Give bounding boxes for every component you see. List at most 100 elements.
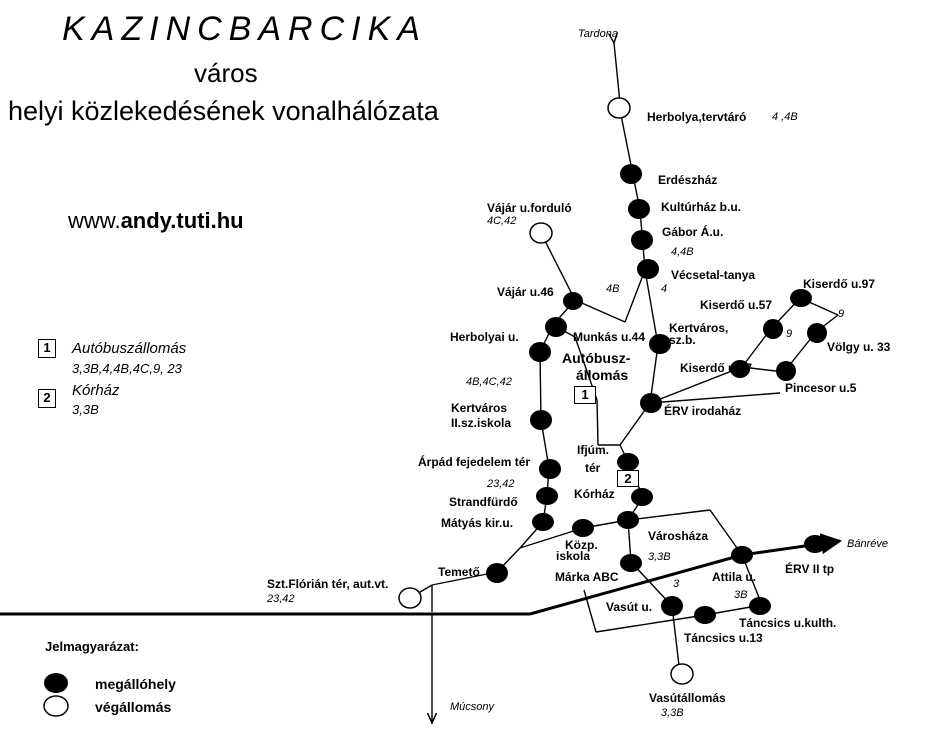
label-vecsetal: Vécsetal-tanya — [671, 268, 756, 282]
terminus-szt-florian — [398, 587, 422, 609]
stop-tancsics-kulth — [749, 597, 771, 615]
label-kiserdo97: Kiserdő u.97 — [803, 277, 876, 291]
stop-arpad — [539, 459, 561, 479]
routes-kiserdo-9a: 9 — [838, 308, 845, 320]
stop-varoshaza — [617, 511, 639, 529]
routes-herbolya: 4 ,4B — [772, 111, 798, 123]
stop-pincesor5 — [776, 361, 796, 381]
stop-kertvaros-szb — [649, 334, 671, 354]
routes-herbolyai: 4B,4C,42 — [466, 376, 512, 388]
label-kozp-2: iskola — [556, 549, 591, 563]
label-strandfurdo: Strandfürdő — [449, 495, 518, 509]
station-box-autobusz: 1 — [574, 386, 596, 404]
label-kulturhaz: Kultúrház b.u. — [661, 200, 741, 214]
routes-vasut-3: 3 — [673, 578, 680, 590]
stop-kertvaros-iskola — [530, 410, 552, 430]
legend-box-2-name: Kórház — [72, 382, 120, 399]
stops-filled — [486, 164, 827, 624]
stop-herbolyai — [529, 342, 551, 362]
legend-stop-symbol — [44, 673, 68, 693]
label-kiserdo57: Kiserdő u.57 — [700, 298, 773, 312]
stop-tancsics13 — [694, 606, 716, 624]
map-subtitle-2: helyi közlekedésének vonalhálózata — [8, 96, 439, 126]
website-prefix: www. — [68, 208, 121, 233]
label-pincesor5: Pincesor u.5 — [785, 381, 857, 395]
legend-heading: Jelmagyarázat: — [45, 639, 139, 654]
routes-kiserdo-9b: 9 — [786, 328, 793, 340]
legend-box-2: 2 — [38, 389, 56, 408]
website-domain: andy.tuti.hu — [120, 208, 244, 233]
routes-arpad: 23,42 — [487, 478, 515, 490]
direction-north: Tardona — [578, 28, 618, 40]
stop-erv2 — [804, 535, 826, 553]
label-vasut: Vasút u. — [606, 600, 653, 614]
stop-kiserdo37 — [730, 360, 750, 378]
label-autobusz-1: Autóbusz- — [562, 350, 631, 366]
label-erdeszhaz: Erdészház — [658, 173, 718, 187]
label-vasutallomas: Vasútállomás — [649, 691, 726, 705]
label-korhaz: Kórház — [574, 487, 615, 501]
routes-szt-florian: 23,42 — [267, 593, 295, 605]
label-ifjum-2: tér — [585, 461, 601, 475]
label-vajar46: Vájár u.46 — [497, 285, 554, 299]
label-erv-irodahaz: ÉRV irodaház — [664, 404, 742, 418]
terminus-herbolya — [607, 97, 631, 119]
stop-vajar46 — [563, 292, 583, 310]
routes-4b: 4B — [606, 283, 620, 295]
stop-erdeszhaz — [620, 164, 642, 184]
terminus-vajar-fordulo — [529, 222, 553, 244]
label-tancsics-kulth: Táncsics u.kulth. — [739, 616, 837, 630]
stop-vecsetal — [637, 259, 659, 279]
stop-temeto — [486, 563, 508, 583]
label-kertvaros-iskola-1: Kertváros — [451, 401, 508, 415]
stop-erv-irodahaz — [640, 393, 662, 413]
label-tancsics13: Táncsics u.13 — [684, 631, 763, 645]
label-herbolyai: Herbolyai u. — [450, 330, 519, 344]
stop-marka-abc — [620, 554, 642, 572]
routes-varoshaza: 3,3B — [648, 551, 671, 563]
routes-vasutallomas: 3,3B — [661, 707, 684, 719]
label-szt-florian: Szt.Flórián tér, aut.vt. — [267, 577, 389, 591]
stop-munkas44-west — [545, 317, 567, 337]
label-kiserdo37: Kiserdő u.37 — [680, 361, 753, 375]
legend-box-1-name: Autóbuszállomás — [72, 340, 187, 357]
routes-3b: 3B — [734, 589, 748, 601]
label-ifjum-1: Ifjúm. — [577, 443, 609, 457]
label-kertvaros-iskola-2: II.sz.iskola — [451, 416, 512, 430]
route-line-tardona — [614, 43, 621, 104]
stops-terminus — [398, 97, 694, 685]
routes-vecsetal: 4 — [661, 283, 668, 295]
stop-vasut — [661, 596, 683, 616]
stop-matyas — [532, 513, 554, 531]
legend-terminus-label: végállomás — [95, 699, 172, 715]
stop-kiserdo97 — [790, 289, 812, 307]
terminus-vasutallomas — [670, 663, 694, 685]
stop-kulturhaz — [628, 199, 650, 219]
legend-stop-label: megállóhely — [95, 676, 176, 692]
label-marka-abc: Márka ABC — [555, 570, 619, 584]
map-title: KAZINCBARCIKA — [62, 10, 427, 48]
label-munkas44: Munkás u.44 — [573, 330, 646, 344]
label-temeto: Temető — [438, 565, 480, 579]
stop-volgy33 — [807, 323, 827, 343]
label-kertvaros-szb-2: sz.b. — [669, 333, 696, 347]
legend-terminus-symbol — [43, 695, 69, 717]
direction-south: Múcsony — [450, 701, 495, 713]
direction-east: Bánréve — [847, 538, 888, 550]
label-herbolya: Herbolya,tervtáró — [647, 110, 747, 124]
routes-vajar-fordulo: 4C,42 — [487, 215, 517, 227]
website-link[interactable]: www.andy.tuti.hu — [68, 210, 244, 232]
label-autobusz-2: állomás — [576, 367, 629, 383]
label-erv2: ÉRV II tp — [785, 562, 835, 576]
stop-ifjum — [617, 453, 639, 471]
label-gabor: Gábor Á.u. — [662, 225, 724, 239]
stop-gabor — [631, 230, 653, 250]
routes-gabor: 4,4B — [671, 246, 694, 258]
stop-kiserdo57 — [763, 319, 783, 339]
map-subtitle-1: város — [194, 58, 258, 88]
legend-box-1-routes: 3,3B,4,4B,4C,9, 23 — [72, 361, 182, 376]
label-volgy33: Völgy u. 33 — [827, 340, 891, 354]
stop-kozp-iskola — [572, 519, 594, 537]
